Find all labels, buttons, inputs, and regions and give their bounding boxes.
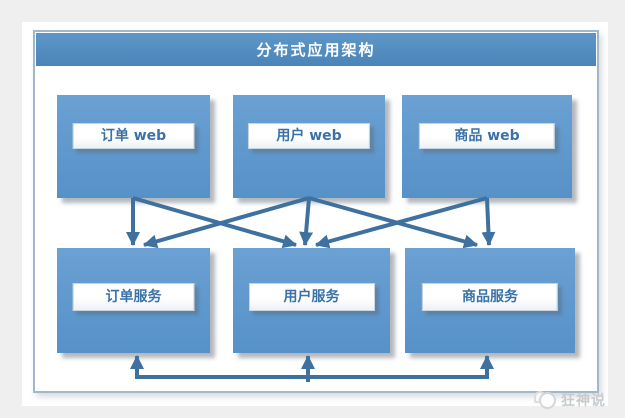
node-product-web: 商品 web [402, 95, 572, 198]
node-order-service: 订单服务 [57, 248, 210, 353]
node-product-service-label: 商品服务 [421, 283, 559, 311]
node-product-service: 商品服务 [405, 248, 575, 353]
node-user-service-label: 用户服务 [248, 283, 375, 311]
kuangshen-logo-icon [534, 391, 556, 409]
watermark: 狂神说 [534, 390, 606, 410]
node-user-service: 用户服务 [233, 248, 390, 353]
node-order-web-label: 订单 web [72, 123, 195, 149]
panel-title: 分布式应用架构 [256, 41, 376, 59]
panel-titlebar: 分布式应用架构 [36, 33, 596, 66]
node-order-web: 订单 web [57, 95, 210, 198]
node-product-web-label: 商品 web [418, 123, 556, 149]
watermark-text: 狂神说 [561, 393, 606, 409]
node-user-web-label: 用户 web [247, 123, 371, 149]
node-user-web: 用户 web [233, 95, 385, 198]
node-order-service-label: 订单服务 [72, 283, 195, 311]
